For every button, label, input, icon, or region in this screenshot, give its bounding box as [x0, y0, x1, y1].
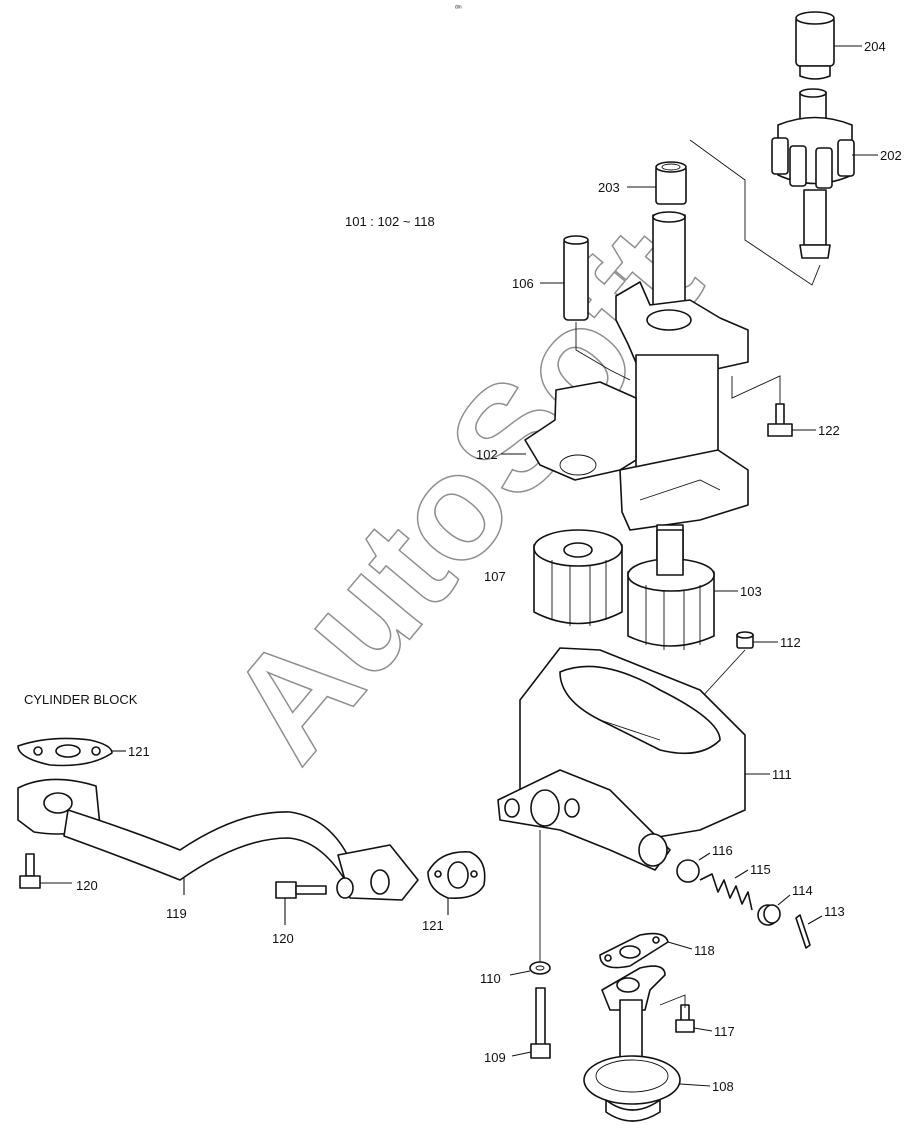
part-113-cotter-pin	[795, 914, 823, 949]
callout-116: 116	[712, 843, 733, 858]
part-202-drive-gear	[771, 88, 878, 259]
callout-113: 113	[824, 904, 845, 919]
cylinder-block-label: CYLINDER BLOCK	[24, 692, 138, 707]
callout-204: 204	[864, 39, 886, 54]
part-110-washer	[509, 961, 551, 976]
callout-112: 112	[780, 635, 801, 650]
part-203-coupling	[627, 161, 687, 205]
callout-114: 114	[792, 883, 813, 898]
part-106-pin	[540, 235, 631, 381]
callout-122: 122	[818, 423, 840, 438]
part-103-gear	[627, 529, 738, 650]
callout-120-center: 120	[272, 931, 294, 946]
part-109-long-bolt	[511, 987, 551, 1059]
part-118-gasket	[599, 932, 693, 969]
alignment-line-203-202	[689, 139, 821, 286]
part-204-cap	[795, 11, 862, 80]
callout-118: 118	[694, 943, 715, 958]
part-111-pump-case	[497, 647, 770, 962]
part-pump-shaft-housing	[501, 211, 781, 616]
callout-121-right: 121	[422, 918, 444, 933]
part-120-bolt-center	[275, 881, 327, 925]
callout-108: 108	[712, 1079, 734, 1094]
part-107-gear	[533, 529, 623, 626]
part-121-gasket-top	[17, 737, 126, 767]
part-121-gasket-right	[427, 851, 486, 915]
callout-102: 102	[476, 447, 498, 462]
callout-111: 111	[772, 767, 792, 782]
callout-117: 117	[714, 1024, 735, 1039]
callout-106: 106	[512, 276, 534, 291]
part-114-plug	[757, 894, 791, 926]
top-mark: ᵈᵐ	[455, 5, 462, 12]
callout-203: 203	[598, 180, 620, 195]
part-119-oil-pipe	[17, 778, 419, 901]
callout-121-top: 121	[128, 744, 150, 759]
callout-119: 119	[166, 906, 187, 921]
part-117-bolt	[659, 994, 713, 1033]
callout-110: 110	[480, 971, 501, 986]
part-108-oil-strainer	[583, 965, 711, 1122]
part-120-bolt-left	[19, 853, 72, 889]
callout-120-left: 120	[76, 878, 98, 893]
callout-115: 115	[750, 862, 771, 877]
reference-note: 101 : 102 ~ 118	[345, 214, 435, 229]
part-122-bolt	[767, 403, 816, 437]
callout-103: 103	[740, 584, 762, 599]
callout-107: 107	[484, 569, 506, 584]
part-116-ball	[676, 852, 711, 883]
callout-202: 202	[880, 148, 902, 163]
callout-109: 109	[484, 1050, 506, 1065]
part-115-spring	[699, 869, 753, 911]
